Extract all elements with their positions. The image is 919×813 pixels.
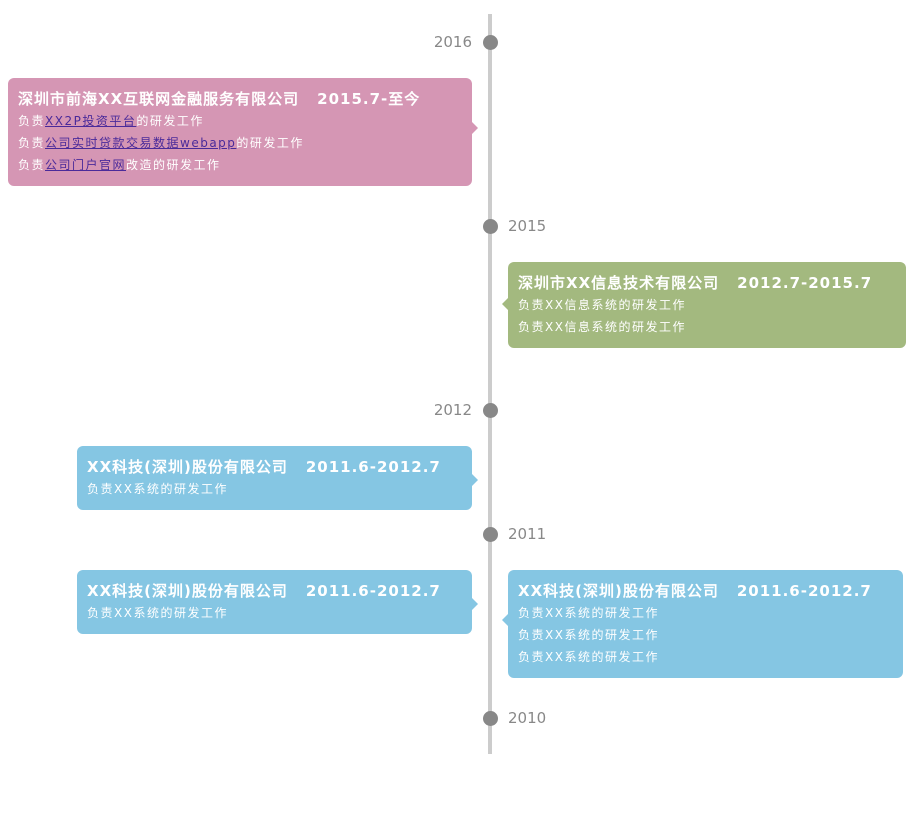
entry-line: 负责XX系统的研发工作 [518, 606, 659, 620]
entry-line: 负责XX信息系统的研发工作 [518, 320, 686, 334]
year-label-2016: 2016 [433, 33, 472, 51]
entry-company: XX科技(深圳)股份有限公司 [87, 582, 288, 600]
entry-line-text: 的研发工作 [136, 114, 204, 128]
entry-header: XX科技(深圳)股份有限公司 2011.6-2012.7 [87, 580, 462, 602]
entry-pointer [502, 298, 508, 310]
year-dot-2016 [483, 35, 498, 50]
year-dot-2012 [483, 403, 498, 418]
entry-company: 深圳市XX信息技术有限公司 [518, 274, 720, 292]
entry-header: XX科技(深圳)股份有限公司 2011.6-2012.7 [87, 456, 462, 478]
entry-company: XX科技(深圳)股份有限公司 [518, 582, 719, 600]
year-dot-2011 [483, 527, 498, 542]
entry-line: 负责XX系统的研发工作 [87, 606, 228, 620]
entry-header: XX科技(深圳)股份有限公司 2011.6-2012.7 [518, 580, 893, 602]
entry-line: 负责公司实时贷款交易数据webapp的研发工作 [18, 132, 462, 154]
entry-period: 2015.7-至今 [317, 90, 421, 108]
entry-line-text: 负责 [18, 136, 46, 150]
entry-line-text: 负责 [18, 114, 46, 128]
year-label-2012: 2012 [433, 401, 472, 419]
entry-line: 负责XX系统的研发工作 [518, 650, 659, 664]
entry-pointer [472, 474, 478, 486]
timeline-entry: XX科技(深圳)股份有限公司 2011.6-2012.7 负责XX系统的研发工作 [77, 446, 478, 510]
entry-pointer [472, 122, 478, 134]
entry-link[interactable]: 公司门户官网 [45, 158, 127, 172]
entry-line: 负责XX系统的研发工作 [518, 628, 659, 642]
entry-period: 2011.6-2012.7 [305, 582, 441, 600]
entry-line-text: 改造的研发工作 [126, 158, 221, 172]
entry-company: 深圳市前海XX互联网金融服务有限公司 [18, 90, 300, 108]
entry-line: 负责XX2P投资平台的研发工作 [18, 110, 462, 132]
entry-header: 深圳市XX信息技术有限公司 2012.7-2015.7 [518, 272, 896, 294]
entry-line: 负责XX系统的研发工作 [87, 482, 228, 496]
year-label-2011: 2011 [508, 525, 547, 543]
entry-period: 2011.6-2012.7 [736, 582, 872, 600]
year-dot-2010 [483, 711, 498, 726]
entry-link[interactable]: 公司实时贷款交易数据webapp [45, 136, 237, 150]
year-dot-2015 [483, 219, 498, 234]
timeline-entry: XX科技(深圳)股份有限公司 2011.6-2012.7 负责XX系统的研发工作 [77, 570, 478, 634]
timeline-entry: 深圳市XX信息技术有限公司 2012.7-2015.7 负责XX信息系统的研发工作… [502, 262, 906, 348]
entry-period: 2012.7-2015.7 [737, 274, 873, 292]
entry-line: 负责XX信息系统的研发工作 [518, 298, 686, 312]
entry-pointer [472, 598, 478, 610]
entry-link[interactable]: XX2P投资平台 [45, 114, 137, 128]
timeline-axis [488, 14, 492, 754]
entry-line-text: 的研发工作 [236, 136, 304, 150]
entry-period: 2011.6-2012.7 [305, 458, 441, 476]
year-label-2015: 2015 [508, 217, 547, 235]
year-label-2010: 2010 [508, 709, 547, 727]
entry-line: 负责公司门户官网改造的研发工作 [18, 154, 462, 176]
entry-line-text: 负责 [18, 158, 46, 172]
entry-company: XX科技(深圳)股份有限公司 [87, 458, 288, 476]
entry-header: 深圳市前海XX互联网金融服务有限公司 2015.7-至今 [18, 88, 462, 110]
entry-pointer [502, 614, 508, 626]
